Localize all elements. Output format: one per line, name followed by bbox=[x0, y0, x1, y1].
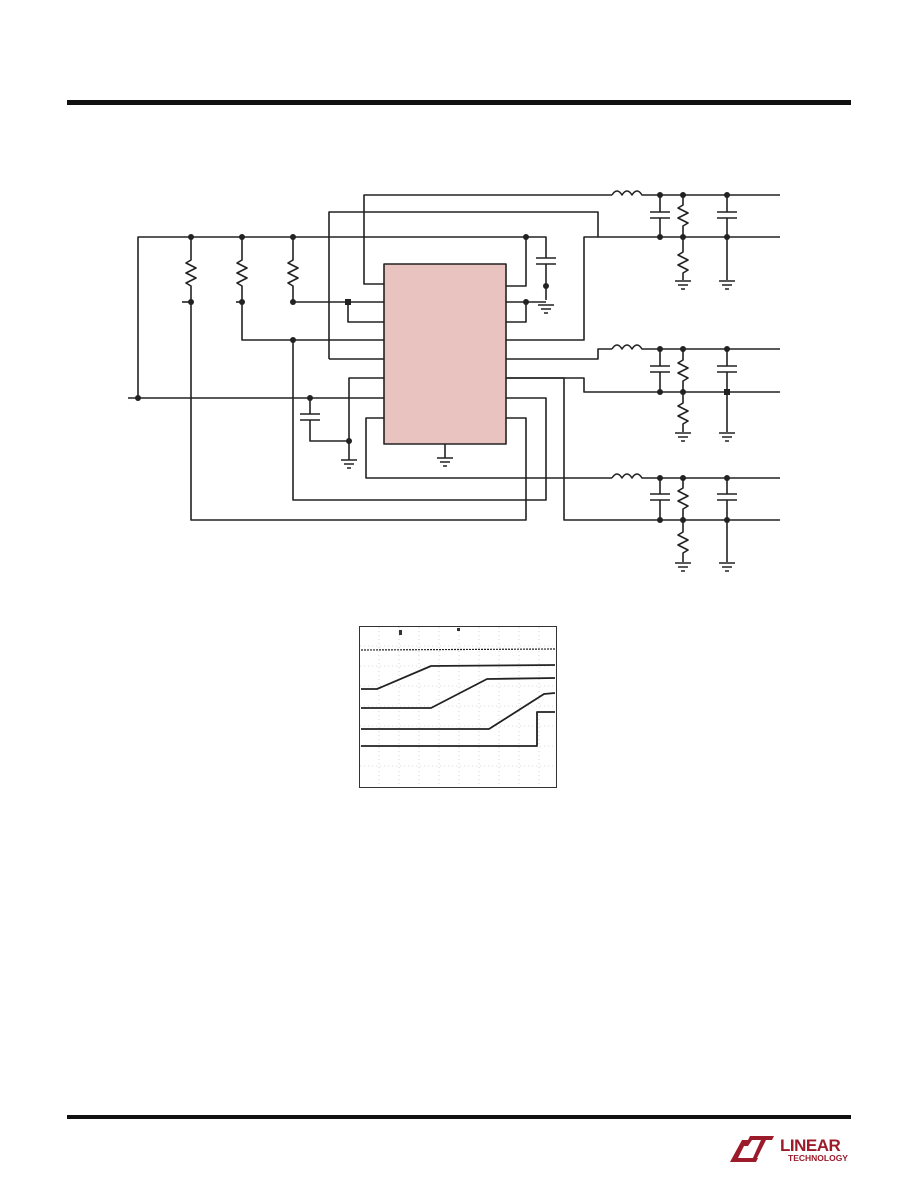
cap-ss bbox=[300, 398, 349, 442]
typical-application-schematic bbox=[128, 190, 780, 572]
footer-rule bbox=[67, 1115, 851, 1119]
trace-3 bbox=[361, 677, 556, 709]
trace-5 bbox=[361, 711, 555, 747]
logo-line2: TECHNOLOGY bbox=[788, 1153, 848, 1163]
ic-body bbox=[383, 263, 507, 445]
trace-4 bbox=[361, 692, 556, 730]
inductor-1 bbox=[611, 190, 660, 196]
lt-symbol-icon bbox=[730, 1140, 758, 1162]
trace-2 bbox=[361, 664, 556, 690]
header-rule bbox=[67, 100, 851, 105]
linear-technology-logo: LINEAR TECHNOLOGY bbox=[730, 1136, 848, 1163]
resistor-left-2 bbox=[236, 237, 384, 341]
inductor-2 bbox=[611, 344, 660, 350]
logo-line1: LINEAR bbox=[780, 1136, 841, 1155]
inductor-3 bbox=[611, 473, 660, 479]
trace-1 bbox=[360, 648, 556, 651]
resistor-left-1 bbox=[185, 237, 527, 521]
resistor-left-3 bbox=[287, 237, 384, 303]
startup-waveform-scope bbox=[359, 626, 557, 788]
input-rail-wire bbox=[137, 236, 526, 398]
